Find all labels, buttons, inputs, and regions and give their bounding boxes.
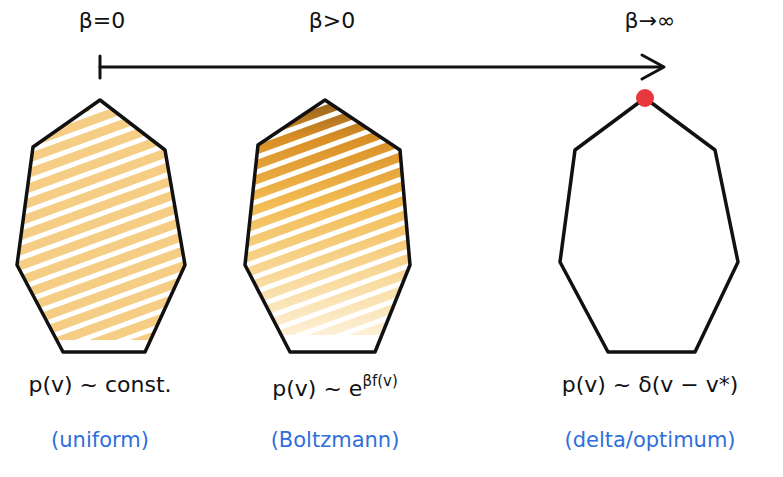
label-group: (Boltzmann): [271, 428, 400, 452]
label-group: (uniform): [51, 428, 149, 452]
beta-axis: [100, 66, 660, 69]
polytope-uniform: [17, 100, 185, 352]
distribution-name: (delta/optimum): [564, 428, 735, 452]
label-group: β>0: [309, 8, 355, 33]
distribution-name: (uniform): [51, 428, 149, 452]
distribution-formula: p(v) ~ const.: [28, 372, 171, 397]
polytope-delta: [560, 98, 738, 352]
polytope-boltzmann: [245, 100, 410, 352]
label-group: β=0: [79, 8, 125, 33]
uniform-fill: [0, 90, 200, 360]
beta-label: β>0: [309, 8, 355, 33]
beta-label: β=0: [79, 8, 125, 33]
label-group: (delta/optimum): [564, 428, 735, 452]
boltzmann-fill: [230, 90, 420, 360]
exponent: βf(v): [362, 372, 397, 390]
distribution-name: (Boltzmann): [271, 428, 400, 452]
distribution-formula: p(v) ~ e: [272, 376, 362, 401]
label-group: p(v) ~ const.: [28, 372, 171, 397]
optimum-dot: [636, 89, 654, 107]
label-group: p(v) ~ δ(v − v*): [562, 372, 739, 397]
axis-tick: [99, 56, 102, 78]
distribution-formula: p(v) ~ δ(v − v*): [562, 372, 739, 397]
axis-arrowhead: [642, 55, 664, 79]
beta-label: β→∞: [625, 8, 676, 33]
label-group: β→∞: [625, 8, 676, 33]
label-group: p(v) ~ eβf(v): [272, 372, 397, 401]
